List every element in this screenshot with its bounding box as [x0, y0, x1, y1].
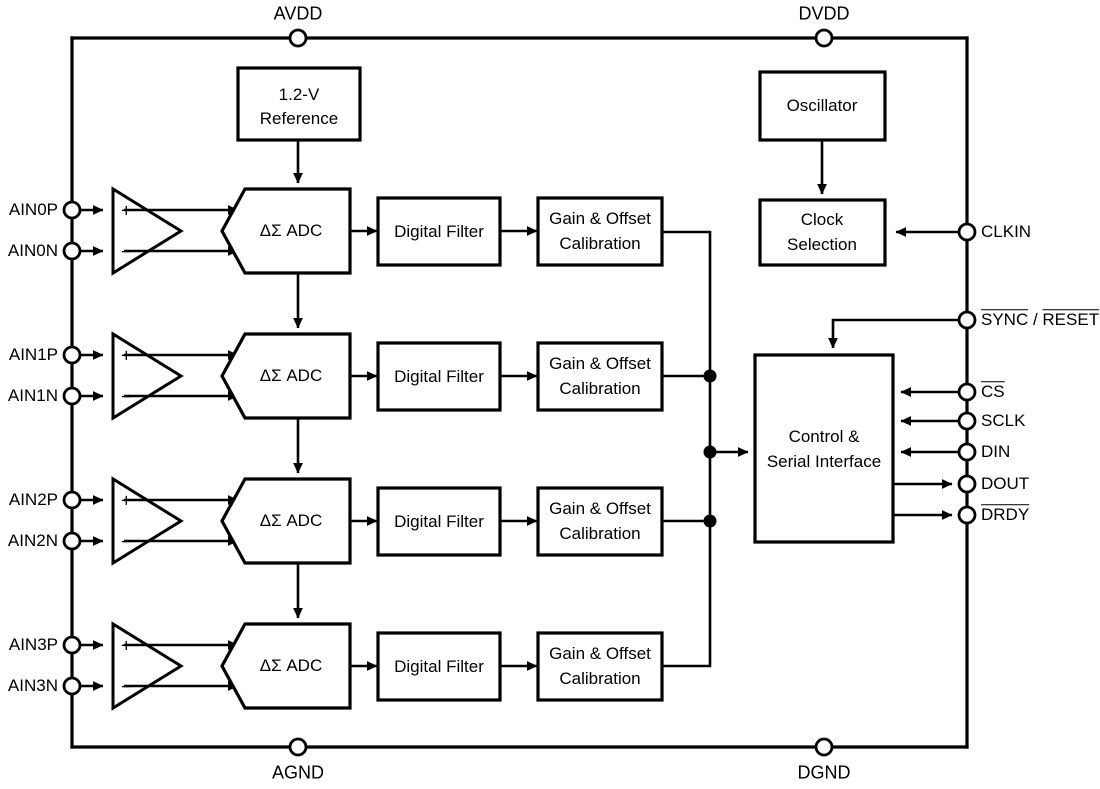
- label-clkin: CLKIN: [981, 222, 1032, 242]
- adc-label-2: ΔΣ ADC: [259, 511, 323, 531]
- pga-plus-3: +: [121, 635, 132, 656]
- oscillator-label: Oscillator: [786, 96, 858, 116]
- pin-ain1p: [62, 345, 82, 365]
- pin-ain2n: [62, 531, 82, 551]
- label-ain2p: AIN2P: [8, 490, 58, 510]
- label-ain2n: AIN2N: [7, 531, 58, 551]
- reference-block-line2: Reference: [259, 109, 339, 129]
- bus-junction-dots: [703, 369, 717, 528]
- pin-drdy: [957, 505, 977, 525]
- pin-ain2p: [62, 490, 82, 510]
- gain-offset-label-0-line1: Gain & Offset: [549, 209, 651, 229]
- channel-1: [80, 331, 710, 421]
- pin-dout: [957, 474, 977, 494]
- pga-plus-1: +: [121, 345, 132, 366]
- control-serial-section: [710, 318, 960, 544]
- pin-din: [957, 442, 977, 462]
- pin-clkin: [957, 222, 977, 242]
- pin-ain0p: [62, 200, 82, 220]
- gain-offset-label-2-line1: Gain & Offset: [549, 499, 651, 519]
- digital-filter-label-3: Digital Filter: [394, 657, 484, 677]
- label-avdd: AVDD: [273, 3, 323, 24]
- gain-offset-label-0-line2: Calibration: [559, 234, 641, 254]
- pga-plus-0: +: [121, 200, 132, 221]
- channel-0: [80, 186, 712, 452]
- label-dgnd: DGND: [797, 762, 851, 783]
- channel-2: [80, 476, 710, 566]
- control-serial-label-line1: Control &: [788, 427, 860, 447]
- pin-dgnd: [814, 737, 834, 757]
- label-drdy: DRDY: [981, 505, 1030, 525]
- label-sync-reset-separator: /: [1028, 310, 1043, 330]
- pin-ain1n: [62, 386, 82, 406]
- label-reset: RESET: [1042, 310, 1100, 330]
- label-ain1n: AIN1N: [7, 386, 58, 406]
- pga-minus-1: −: [121, 386, 132, 407]
- pin-terminals: [62, 28, 977, 757]
- label-din: DIN: [981, 442, 1011, 462]
- label-ain0p: AIN0P: [8, 200, 58, 220]
- label-sync-reset: SYNC / RESET: [981, 310, 1099, 330]
- label-agnd: AGND: [271, 762, 325, 783]
- gain-offset-label-2-line2: Calibration: [559, 524, 641, 544]
- label-ain3p: AIN3P: [8, 635, 58, 655]
- pga-minus-2: −: [121, 531, 132, 552]
- gain-offset-label-1-line1: Gain & Offset: [549, 354, 651, 374]
- pga-minus-0: −: [121, 241, 132, 262]
- label-ain1p: AIN1P: [8, 345, 58, 365]
- reference-chain: [236, 66, 362, 619]
- pin-sclk: [957, 411, 977, 431]
- pin-agnd: [288, 737, 308, 757]
- pga-plus-2: +: [121, 490, 132, 511]
- pin-ain3p: [62, 635, 82, 655]
- reference-block-line1: 1.2-V: [278, 85, 320, 105]
- label-dout: DOUT: [981, 474, 1030, 494]
- pin-ain3n: [62, 676, 82, 696]
- pga-minus-3: −: [121, 676, 132, 697]
- clock-section: [758, 38, 969, 747]
- gain-offset-label-1-line2: Calibration: [559, 379, 641, 399]
- label-sclk: SCLK: [981, 411, 1026, 431]
- clock-selection-label-line2: Selection: [787, 235, 857, 255]
- channel-3: [80, 452, 712, 711]
- digital-filter-label-2: Digital Filter: [394, 512, 484, 532]
- pin-ain0n: [62, 241, 82, 261]
- label-cs: CS: [981, 382, 1005, 402]
- pin-sync-reset: [957, 310, 977, 330]
- label-ain3n: AIN3N: [7, 676, 58, 696]
- adc-label-3: ΔΣ ADC: [259, 656, 323, 676]
- digital-filter-label-1: Digital Filter: [394, 367, 484, 387]
- adc-label-1: ΔΣ ADC: [259, 366, 323, 386]
- adc-label-0: ΔΣ ADC: [259, 221, 323, 241]
- junction-dot: [703, 445, 717, 459]
- pin-avdd: [288, 28, 308, 48]
- clock-selection-label-line1: Clock: [800, 210, 844, 230]
- gain-offset-label-3-line2: Calibration: [559, 669, 641, 689]
- label-sync: SYNC: [981, 310, 1029, 330]
- junction-dot: [703, 514, 717, 528]
- digital-filter-label-0: Digital Filter: [394, 222, 484, 242]
- pin-cs: [957, 382, 977, 402]
- junction-dot: [703, 369, 717, 383]
- gain-offset-label-3-line1: Gain & Offset: [549, 644, 651, 664]
- label-ain0n: AIN0N: [7, 241, 58, 261]
- pin-dvdd: [814, 28, 834, 48]
- control-serial-label-line2: Serial Interface: [766, 452, 882, 472]
- label-dvdd: DVDD: [798, 3, 850, 24]
